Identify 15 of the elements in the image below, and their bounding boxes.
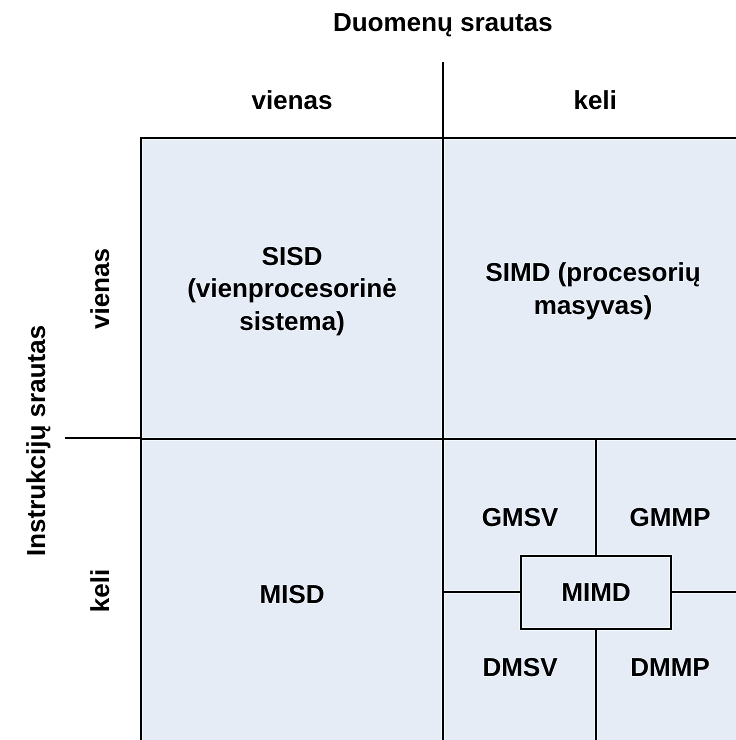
category-box: MIMD	[520, 555, 672, 630]
category-cell	[442, 438, 736, 740]
axis-category-label: keli	[574, 84, 617, 116]
category-cell: SISD (vienprocesorinė sistema)	[140, 137, 442, 438]
category-cell: SIMD (procesorių masyvas)	[442, 137, 736, 438]
category-cell: MISD	[140, 438, 442, 740]
subcategory-label: GMSV	[480, 497, 560, 537]
subcategory-label: DMMP	[625, 647, 715, 687]
axis-title: Duomenų srautas	[333, 6, 553, 38]
subcategory-label: GMMP	[625, 497, 715, 537]
axis-category-label: keli	[84, 568, 116, 612]
axis-category-label: vienas	[252, 84, 332, 116]
axis-category-label: vienas	[84, 248, 116, 328]
subcategory-label: DMSV	[480, 647, 560, 687]
axis-title: Instrukcijų srautas	[20, 324, 52, 556]
